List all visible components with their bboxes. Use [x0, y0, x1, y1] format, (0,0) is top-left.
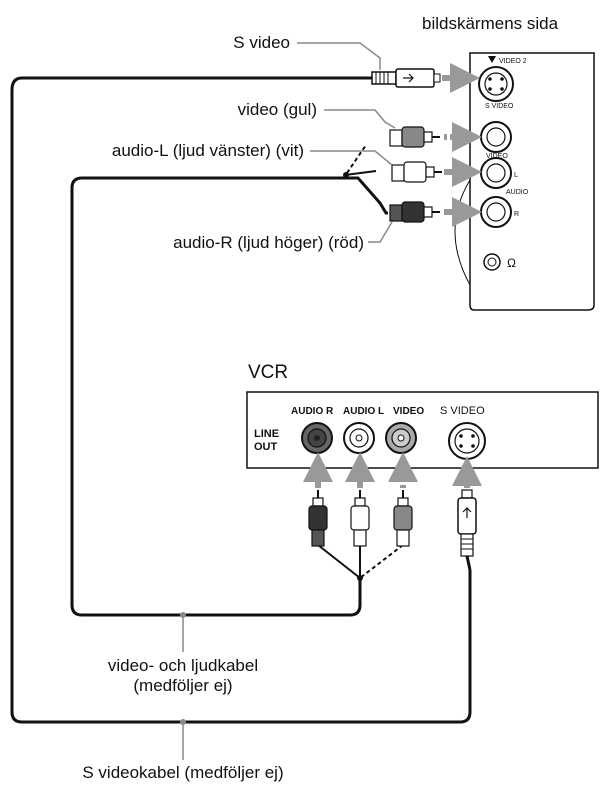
av-cable-fan-video — [359, 544, 404, 579]
s-video-plug-top — [371, 68, 441, 88]
s-video-pin — [471, 444, 475, 448]
vcr-audio-l-jack-pin — [355, 434, 363, 442]
vcr-video-label: VIDEO — [393, 406, 424, 417]
audio-l-plug-top — [391, 161, 442, 183]
av-cable-fan-r — [317, 544, 361, 579]
vcr-line-label: LINE — [254, 428, 279, 440]
monitor-r-label: R — [514, 211, 519, 218]
monitor-audio-label: AUDIO — [506, 189, 529, 196]
monitor-video-label: VIDEO — [486, 153, 508, 160]
s-video-pin — [500, 77, 504, 81]
video-plug-bottom — [393, 490, 413, 547]
av-cable-split-audio-l — [344, 170, 377, 176]
s-video-cable — [10, 76, 472, 724]
s-video-pin — [488, 77, 492, 81]
av-cable-label-line2: (medföljer ej) — [133, 676, 233, 695]
s-video-pin — [488, 87, 492, 91]
s-video-cable-marker — [180, 719, 186, 725]
monitor-s-video-label: S VIDEO — [485, 103, 514, 110]
audio-r-plug-top — [389, 201, 440, 223]
s-video-cable-label: S videokabel (medföljer ej) — [82, 763, 284, 782]
vcr-video-jack-pin — [397, 434, 405, 442]
s-video-pin — [471, 434, 475, 438]
monitor-video-jack-inner — [486, 127, 506, 147]
s-video-pin — [459, 444, 463, 448]
vcr-audio-r-label: AUDIO R — [291, 406, 334, 417]
vcr-out-label: OUT — [254, 441, 278, 453]
vcr-label: VCR — [248, 362, 289, 383]
vcr-s-video-jack-inner — [454, 428, 480, 454]
monitor-s-video-jack-inner — [484, 72, 508, 96]
audio-l-plug-bottom — [350, 490, 370, 547]
vcr-s-video-label: S VIDEO — [440, 405, 485, 417]
vcr-audio-r-jack-pin — [314, 435, 320, 441]
av-cable-label-line1: video- och ljudkabel — [107, 656, 259, 675]
arrow-icon — [403, 73, 414, 83]
leader-video — [324, 109, 396, 129]
monitor-headphone-jack-inner — [487, 257, 497, 267]
leader-audio-r — [368, 221, 393, 243]
av-cable-junction-bottom — [357, 575, 363, 581]
audio-r-label: audio-R (ljud höger) (röd) — [173, 233, 364, 252]
vcr-audio-l-label: AUDIO L — [343, 406, 384, 417]
monitor-l-label: L — [514, 172, 518, 179]
av-cable — [70, 176, 388, 617]
monitor-audio-l-jack-inner — [486, 163, 506, 183]
audio-r-plug-bottom — [308, 490, 328, 547]
monitor-panel-curve — [454, 179, 471, 286]
av-cable-split-video — [346, 144, 367, 174]
s-video-plug-bottom — [457, 489, 477, 571]
s-video-pin — [500, 87, 504, 91]
audio-l-label: audio-L (ljud vänster) (vit) — [111, 141, 304, 160]
leader-audio-l — [310, 150, 393, 166]
monitor-video2-triangle — [488, 56, 496, 63]
s-video-label: S video — [233, 33, 290, 52]
video-plug-top — [389, 126, 440, 148]
av-cable-junction-top — [343, 172, 349, 178]
monitor-side-label: bildskärmens sida — [422, 14, 559, 33]
monitor-panel — [469, 52, 595, 311]
leader-s-video — [297, 42, 381, 70]
monitor-audio-r-jack-inner — [486, 202, 506, 222]
monitor-video2-label: VIDEO 2 — [499, 58, 527, 65]
av-cable-marker — [180, 612, 186, 618]
s-video-pin — [459, 434, 463, 438]
headphone-icon: Ω — [507, 256, 516, 270]
video-yellow-label: video (gul) — [237, 100, 317, 119]
vcr-panel — [246, 391, 599, 469]
arrow-icon — [462, 507, 472, 518]
